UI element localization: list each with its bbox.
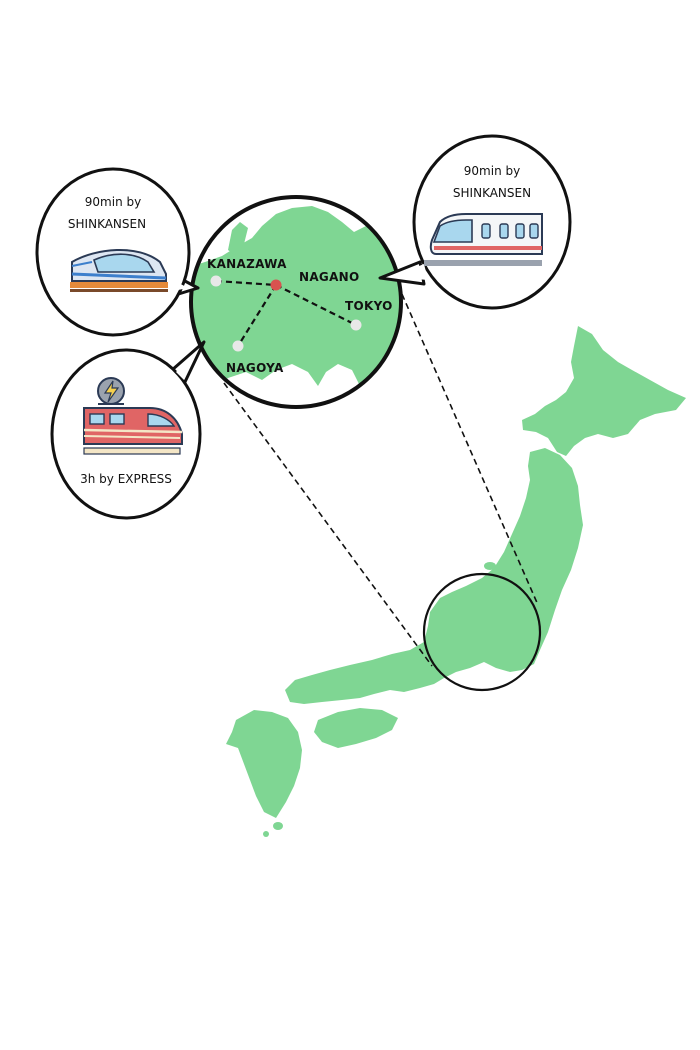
shikoku (314, 708, 398, 748)
lightning-icon (103, 380, 120, 403)
kyushu (226, 710, 302, 818)
route-kanazawa-nagano (215, 279, 277, 287)
japan-map (226, 326, 686, 837)
callout-left-top-line2: SHINKANSEN (68, 217, 146, 231)
callout-left-bottom: 3h by EXPRESS (50, 340, 206, 520)
callout-left-top-line1: 90min by (85, 195, 141, 209)
shinkansen-side-icon (424, 213, 543, 266)
route-nagano-nagoya (237, 284, 277, 347)
island-south-2 (263, 831, 269, 837)
electric-train-icon (83, 377, 183, 455)
honshu (285, 448, 583, 704)
label-nagoya: NAGOYA (226, 361, 284, 375)
station-kanazawa (210, 275, 222, 287)
label-kanazawa: KANAZAWA (207, 257, 287, 271)
station-nagano (270, 279, 282, 291)
station-tokyo (350, 319, 362, 331)
sado-island (484, 562, 496, 570)
callout-right-top: 90min by SHINKANSEN (378, 134, 572, 310)
zoom-peninsula (228, 222, 248, 256)
callout-left-top: 90min by SHINKANSEN (35, 167, 200, 337)
callout-right-top-line2: SHINKANSEN (453, 186, 531, 200)
callout-left-bottom-line1: 3h by EXPRESS (80, 472, 172, 486)
island-south-1 (273, 822, 283, 830)
shinkansen-icon (70, 249, 168, 292)
callout-right-top-line1: 90min by (464, 164, 520, 178)
route-nagano-tokyo (275, 284, 357, 326)
label-tokyo: TOKYO (345, 299, 393, 313)
focus-circle (422, 572, 542, 692)
zoom-land (191, 206, 401, 407)
zoom-line-left (223, 382, 433, 667)
hokkaido (522, 326, 686, 456)
label-nagano: NAGANO (299, 270, 360, 284)
station-nagoya (232, 340, 244, 352)
zoom-circle: KANAZAWA NAGANO TOKYO NAGOYA (189, 195, 403, 409)
zoom-line-right (397, 284, 539, 606)
